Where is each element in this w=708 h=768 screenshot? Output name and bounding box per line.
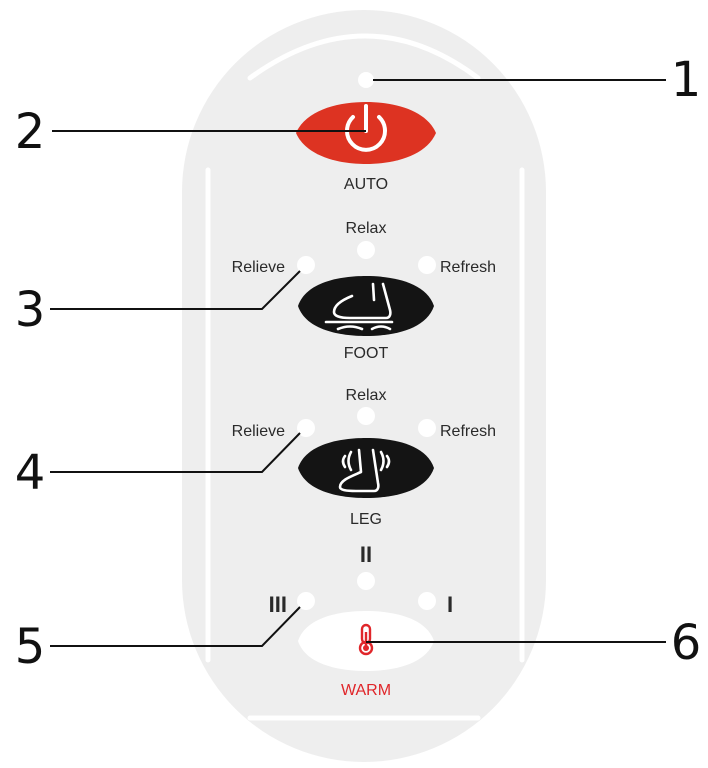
foot-button[interactable] — [298, 276, 434, 336]
callout-3-leader — [50, 270, 301, 310]
auto-label: AUTO — [344, 176, 388, 193]
foot-massage-icon — [324, 282, 394, 331]
auto-power-button[interactable] — [296, 102, 436, 164]
callout-6: 6 — [671, 615, 702, 671]
foot-relieve-indicator — [297, 256, 315, 274]
leg-refresh-indicator — [418, 419, 436, 437]
warm-level-ii-label: II — [360, 542, 372, 567]
warm-level-i-label: I — [447, 592, 453, 617]
foot-mode-relax-label: Relax — [346, 220, 387, 237]
callout-5: 5 — [15, 619, 46, 675]
callout-4-leader — [50, 432, 301, 473]
callout-3: 3 — [15, 282, 46, 338]
foot-label: FOOT — [344, 345, 389, 362]
foot-mode-relieve-label: Relieve — [232, 259, 285, 276]
warm-label: WARM — [341, 682, 391, 699]
leg-mode-relieve-label: Relieve — [232, 423, 285, 440]
power-icon — [345, 104, 387, 152]
warm-level-i-indicator — [418, 592, 436, 610]
warm-level-iii-label: III — [269, 592, 287, 617]
callout-5-leader — [50, 606, 301, 647]
callout-4: 4 — [15, 445, 46, 501]
leg-mode-relax-label: Relax — [346, 387, 387, 404]
foot-refresh-indicator — [418, 256, 436, 274]
power-indicator-light — [358, 72, 374, 88]
leg-mode-refresh-label: Refresh — [440, 423, 496, 440]
foot-mode-refresh-label: Refresh — [440, 259, 496, 276]
leg-relieve-indicator — [297, 419, 315, 437]
warm-level-ii-indicator — [357, 572, 375, 590]
leg-massage-icon — [338, 448, 391, 493]
leg-relax-indicator — [357, 407, 375, 425]
panel-top-highlight — [247, 33, 481, 81]
callout-1: 1 — [671, 52, 702, 108]
leg-label: LEG — [350, 511, 382, 528]
leg-button[interactable] — [298, 438, 434, 498]
control-panel — [182, 10, 546, 762]
warm-level-iii-indicator — [297, 592, 315, 610]
callout-2: 2 — [15, 104, 46, 160]
foot-relax-indicator — [357, 241, 375, 259]
